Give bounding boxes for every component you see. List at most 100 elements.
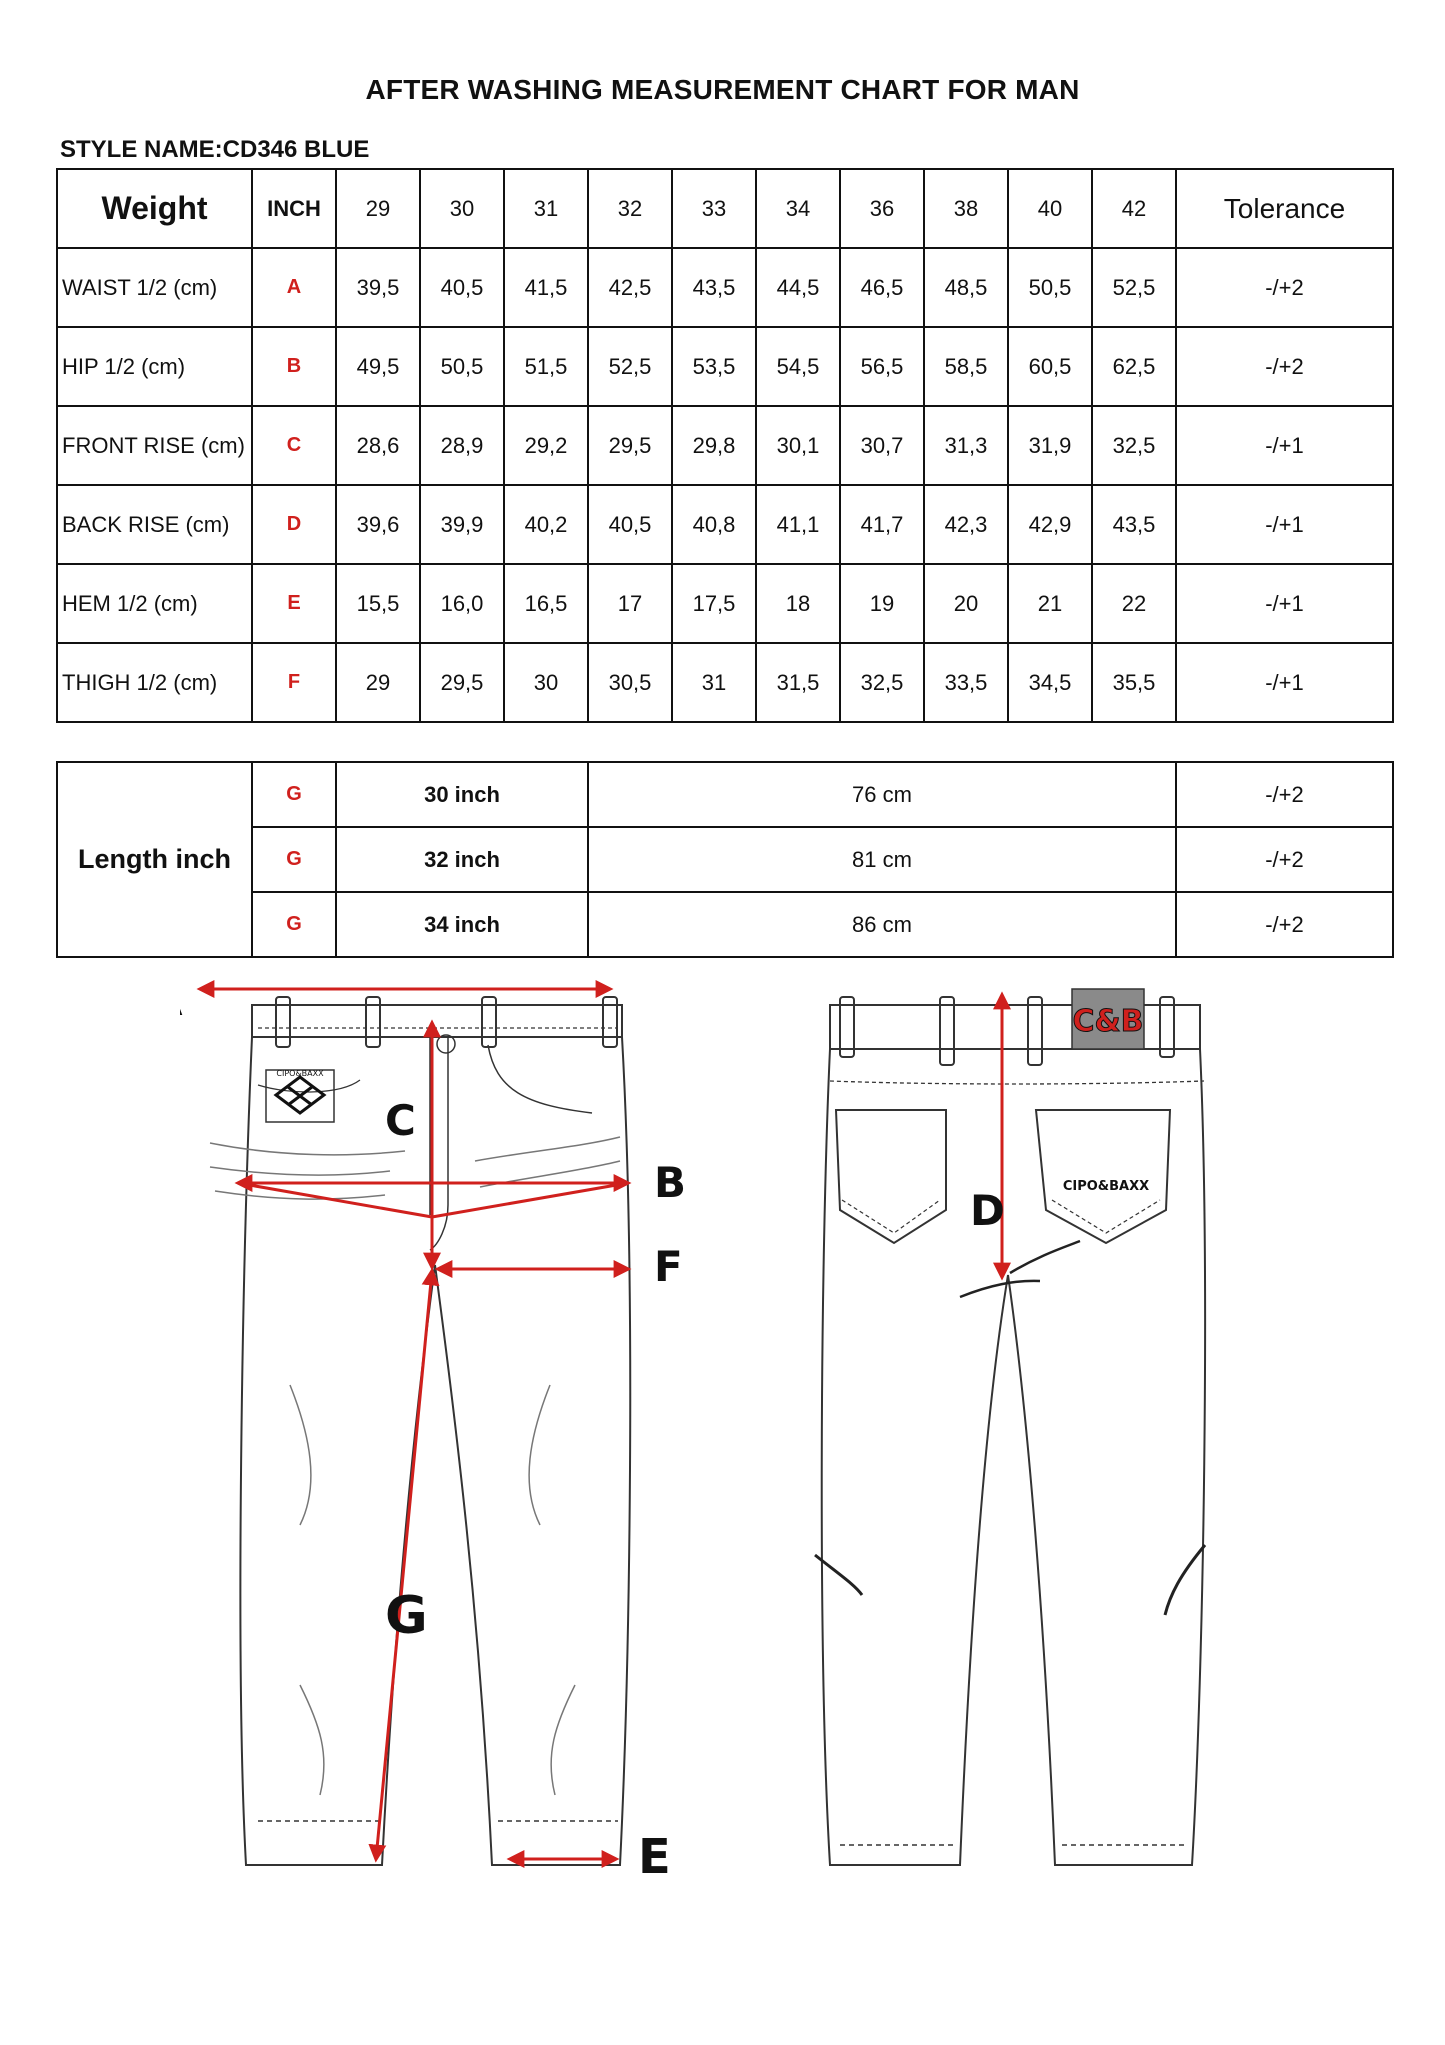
table-row: HEM 1/2 (cm) E 15,5 16,0 16,5 17 17,5 18… <box>56 563 1394 644</box>
table-row: FRONT RISE (cm) C 28,6 28,9 29,2 29,5 29… <box>56 405 1394 486</box>
cell-value: 18 <box>755 563 841 644</box>
cell-value: 48,5 <box>923 247 1009 328</box>
row-label: BACK RISE (cm) <box>56 484 253 565</box>
cell-value: 41,5 <box>503 247 589 328</box>
back-patch-logo: C&B <box>1072 1004 1143 1039</box>
cell-value: 42,5 <box>587 247 673 328</box>
size-header: 38 <box>923 168 1009 249</box>
length-inch: 34 inch <box>335 891 589 958</box>
cell-value: 52,5 <box>1091 247 1177 328</box>
length-code: G <box>251 891 337 958</box>
cell-value: 40,5 <box>587 484 673 565</box>
cell-value: 52,5 <box>587 326 673 407</box>
inch-header: INCH <box>251 168 337 249</box>
tolerance-value: -/+2 <box>1175 326 1394 407</box>
size-header: 31 <box>503 168 589 249</box>
tolerance-value: -/+2 <box>1175 247 1394 328</box>
size-header: 29 <box>335 168 421 249</box>
table-row: THIGH 1/2 (cm) F 29 29,5 30 30,5 31 31,5… <box>56 642 1394 723</box>
cell-value: 17 <box>587 563 673 644</box>
cell-value: 41,7 <box>839 484 925 565</box>
tolerance-value: -/+1 <box>1175 563 1394 644</box>
length-cm: 81 cm <box>587 826 1177 893</box>
cell-value: 20 <box>923 563 1009 644</box>
cell-value: 58,5 <box>923 326 1009 407</box>
table-row: HIP 1/2 (cm) B 49,5 50,5 51,5 52,5 53,5 … <box>56 326 1394 407</box>
cell-value: 19 <box>839 563 925 644</box>
front-logo-patch-icon <box>265 1069 335 1123</box>
cell-value: 50,5 <box>1007 247 1093 328</box>
cell-value: 31,3 <box>923 405 1009 486</box>
measure-label-f: F <box>654 1242 683 1291</box>
cell-value: 62,5 <box>1091 326 1177 407</box>
length-row: G 32 inch 81 cm -/+2 <box>57 826 1394 893</box>
length-tolerance: -/+2 <box>1175 761 1394 828</box>
back-pocket-text: CIPO&BAXX <box>1063 1179 1149 1194</box>
cell-value: 30 <box>503 642 589 723</box>
row-code: E <box>251 563 337 644</box>
size-header: 34 <box>755 168 841 249</box>
length-code: G <box>251 761 337 828</box>
back-brand-patch-icon <box>1071 988 1145 1050</box>
cell-value: 29,5 <box>587 405 673 486</box>
cell-value: 40,5 <box>419 247 505 328</box>
cell-value: 46,5 <box>839 247 925 328</box>
length-cm: 86 cm <box>587 891 1177 958</box>
cell-value: 40,2 <box>503 484 589 565</box>
size-header: 42 <box>1091 168 1177 249</box>
row-label: THIGH 1/2 (cm) <box>56 642 253 723</box>
cell-value: 40,8 <box>671 484 757 565</box>
cell-value: 56,5 <box>839 326 925 407</box>
cell-value: 31 <box>671 642 757 723</box>
row-code: D <box>251 484 337 565</box>
row-label: HIP 1/2 (cm) <box>56 326 253 407</box>
cell-value: 60,5 <box>1007 326 1093 407</box>
measure-label-e: E <box>638 1829 671 1885</box>
tolerance-value: -/+1 <box>1175 484 1394 565</box>
cell-value: 35,5 <box>1091 642 1177 723</box>
tolerance-header: Tolerance <box>1175 168 1394 249</box>
cell-value: 39,5 <box>335 247 421 328</box>
back-jeans-diagram: C&B CIPO&BAXX D <box>814 988 1207 1866</box>
length-label: Length inch <box>56 761 253 958</box>
cell-value: 32,5 <box>839 642 925 723</box>
length-row: G 34 inch 86 cm -/+2 <box>57 891 1394 958</box>
row-label: HEM 1/2 (cm) <box>56 563 253 644</box>
measure-label-c: C <box>385 1096 416 1145</box>
size-header: 36 <box>839 168 925 249</box>
cell-value: 16,0 <box>419 563 505 644</box>
cell-value: 53,5 <box>671 326 757 407</box>
row-code: C <box>251 405 337 486</box>
inseam-measure-line <box>368 1267 440 1863</box>
cell-value: 33,5 <box>923 642 1009 723</box>
front-patch-text: CIPO&BAXX <box>276 1069 324 1078</box>
row-code: B <box>251 326 337 407</box>
cell-value: 16,5 <box>503 563 589 644</box>
cell-value: 22 <box>1091 563 1177 644</box>
cell-value: 39,9 <box>419 484 505 565</box>
cell-value: 30,7 <box>839 405 925 486</box>
cell-value: 42,9 <box>1007 484 1093 565</box>
cell-value: 31,5 <box>755 642 841 723</box>
cell-value: 41,1 <box>755 484 841 565</box>
measure-label-g: G <box>385 1586 428 1646</box>
table-header-row: Weight INCH 29 30 31 32 33 34 36 38 40 4… <box>56 168 1394 249</box>
cell-value: 21 <box>1007 563 1093 644</box>
cell-value: 29 <box>335 642 421 723</box>
front-jeans-diagram: CIPO&BAXX A C B F G E <box>180 976 686 1885</box>
size-header: 33 <box>671 168 757 249</box>
row-label: FRONT RISE (cm) <box>56 405 253 486</box>
row-code: F <box>251 642 337 723</box>
cell-value: 30,5 <box>587 642 673 723</box>
tolerance-value: -/+1 <box>1175 405 1394 486</box>
row-label: WAIST 1/2 (cm) <box>56 247 253 328</box>
style-name: STYLE NAME:CD346 BLUE <box>60 136 370 163</box>
size-header: 40 <box>1007 168 1093 249</box>
cell-value: 29,2 <box>503 405 589 486</box>
length-tolerance: -/+2 <box>1175 826 1394 893</box>
length-row: Length inch G 30 inch 76 cm -/+2 <box>56 761 1394 958</box>
row-code: A <box>251 247 337 328</box>
cell-value: 34,5 <box>1007 642 1093 723</box>
cell-value: 17,5 <box>671 563 757 644</box>
cell-value: 28,9 <box>419 405 505 486</box>
